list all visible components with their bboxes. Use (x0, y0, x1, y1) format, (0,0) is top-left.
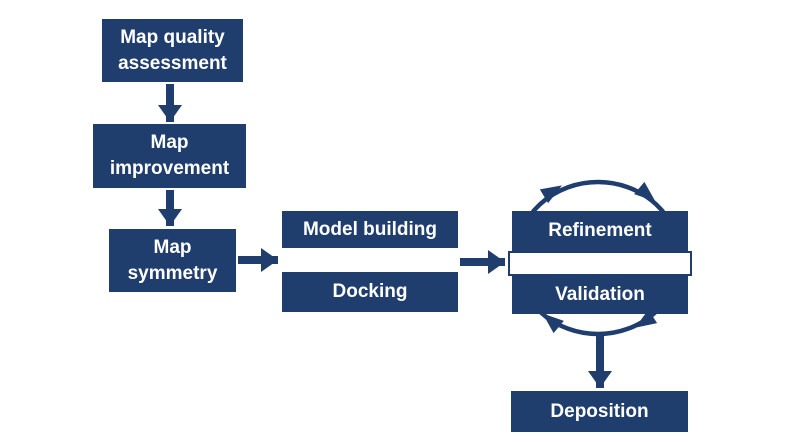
node-refinement: Refinement (512, 211, 688, 251)
cycle-arrowhead-top-left-icon (539, 185, 563, 204)
node-map-symmetry: Map symmetry (109, 229, 236, 292)
node-map-quality-assessment: Map quality assessment (102, 19, 243, 82)
node-docking: Docking (282, 272, 458, 312)
refinement-validation-connector-bar (508, 251, 692, 276)
node-map-improvement: Map improvement (93, 124, 246, 188)
node-model-building: Model building (282, 211, 458, 248)
node-validation: Validation (512, 276, 688, 314)
node-deposition: Deposition (511, 391, 688, 432)
cycle-arrowhead-top-right-icon (634, 181, 656, 202)
